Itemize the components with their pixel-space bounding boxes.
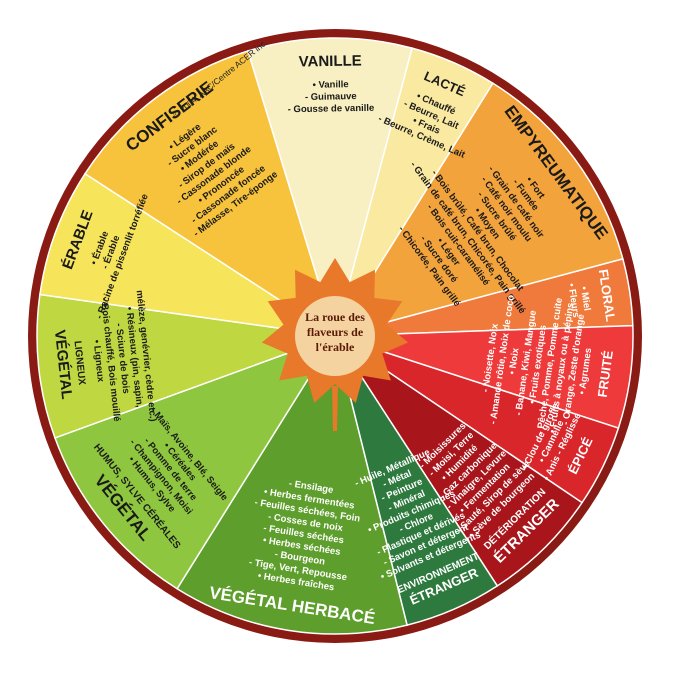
sector-item-floral: • Fleurs: [565, 283, 581, 319]
sector-vegetal_humus: [54, 334, 337, 590]
center-title-line3: l'érable: [316, 340, 355, 354]
sector-vegetal_ligneux: [36, 293, 336, 439]
center-title-line2: flaveurs de: [307, 325, 364, 339]
sector-confiserie: [84, 50, 337, 338]
sector-etranger_deterioration: [334, 335, 584, 587]
sector-title-fruite: FRUITÉ: [595, 349, 616, 398]
center-badge: La roue des flaveurs de l'érable: [261, 258, 409, 431]
sector-labels-vanille: VANILLE • Vanille- Guimauve- Gousse de va…: [288, 52, 375, 115]
center-disc: [295, 296, 375, 376]
sectors-layer: [28, 29, 642, 643]
sector-title-vanille: VANILLE: [299, 52, 362, 70]
sector-item-vanille: • Vanille: [312, 79, 348, 91]
sector-empyreumatique: [333, 82, 624, 338]
sector-labels-vegetal_herbace: VÉGÉTAL HERBACÉ• Herbes fraîches- Tige, …: [208, 478, 376, 628]
sector-item-fruite: • Noix: [507, 347, 522, 376]
sector-item-vanille: - Gousse de vanille: [288, 103, 375, 116]
sector-item-vegetal_ligneux: • Ligneux: [91, 339, 106, 383]
sector-item-vanille: - Guimauve: [305, 91, 357, 103]
sector-item-floral: • Miel: [578, 286, 592, 312]
sector-vanille: [246, 37, 414, 339]
sector-vegetal_herbace: [176, 334, 408, 635]
sector-erable: [39, 172, 336, 337]
sector-subtitle-vegetal_ligneux: LIGNEUX: [71, 340, 87, 386]
center-title-line1: La roue des: [305, 310, 365, 324]
